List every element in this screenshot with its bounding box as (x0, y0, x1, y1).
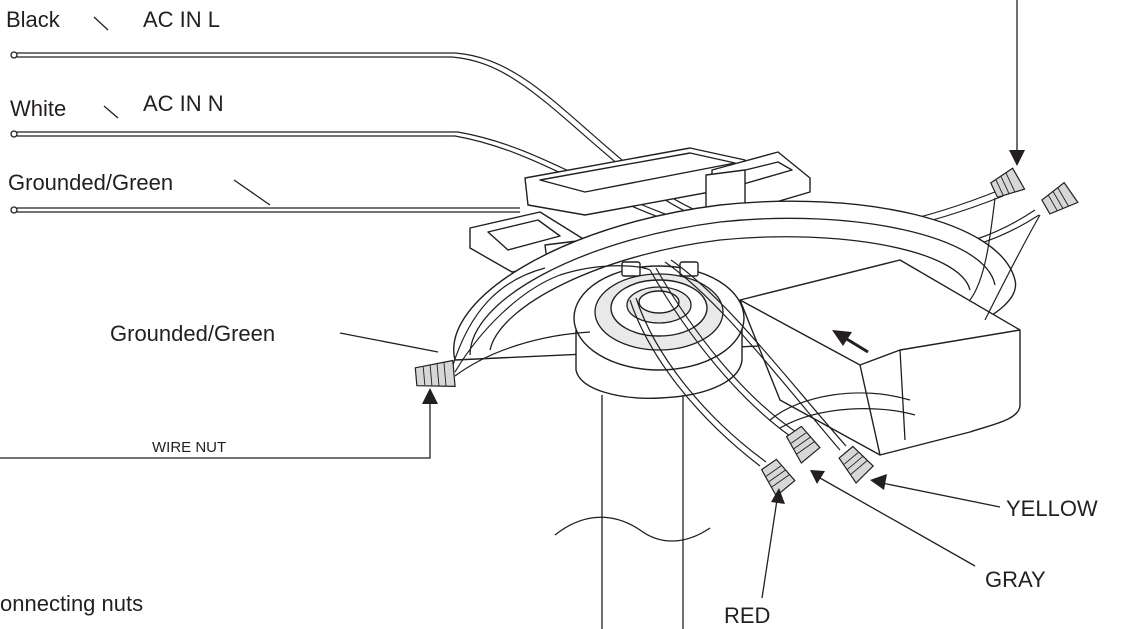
label-wire-nut: WIRE NUT (152, 439, 226, 456)
driver-box (739, 259, 1021, 456)
labels: Black AC IN L White AC IN N Grounded/Gre… (0, 7, 1098, 628)
arrow-up-icon (771, 488, 785, 504)
wire-nut-ground (414, 359, 456, 387)
socket-ring (573, 261, 745, 399)
label-black: Black (6, 7, 61, 32)
wire-nut-yellow (838, 445, 875, 484)
arrow-down-icon (1009, 150, 1025, 166)
direction-arrow (832, 330, 869, 354)
label-yellow: YELLOW (1006, 496, 1098, 521)
ground-wire (10, 206, 520, 214)
fixture-wires (451, 197, 1041, 467)
label-grounded-green-top: Grounded/Green (8, 170, 173, 195)
label-grounded-green-mid: Grounded/Green (110, 321, 275, 346)
label-ac-in-n: AC IN N (143, 91, 224, 116)
wire-nuts (414, 167, 1079, 497)
label-ac-in-l: AC IN L (143, 7, 220, 32)
arrow-left-icon (870, 474, 887, 490)
wire-nut-red (760, 458, 796, 497)
label-red: RED (724, 603, 770, 628)
label-white: White (10, 96, 66, 121)
leaders (0, 0, 1025, 599)
pole (554, 395, 711, 629)
label-connecting-nuts: onnecting nuts (0, 591, 143, 616)
wire-nut-upper-right-2 (1041, 181, 1079, 215)
wire-nut-upper-right-1 (989, 167, 1026, 199)
label-gray: GRAY (985, 567, 1046, 592)
arrow-up-icon (422, 388, 438, 404)
wire-nut-gray (785, 425, 821, 464)
arrow-upleft-icon (810, 470, 825, 484)
